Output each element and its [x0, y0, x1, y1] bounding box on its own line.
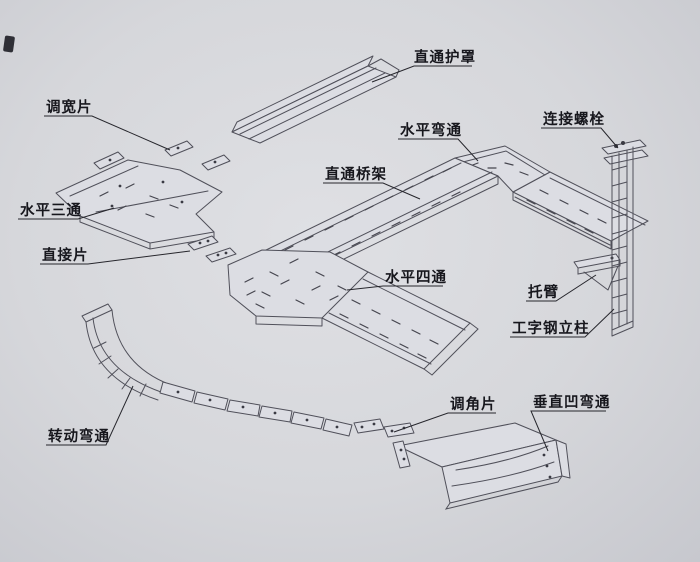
label-support-arm: 托臂 [528, 285, 559, 301]
cover-drawing [231, 55, 400, 144]
label-angle-adjust-piece: 调角片 [450, 397, 497, 413]
rotating-bend-drawing [81, 303, 167, 401]
label-horizontal-cross: 水平四通 [385, 270, 447, 286]
bend-to-column-run-drawing [512, 171, 649, 250]
label-connecting-bolt: 连接螺栓 [543, 112, 605, 128]
label-rotating-bend: 转动弯通 [48, 429, 110, 445]
support-arm-drawing [573, 253, 621, 291]
label-vertical-concave-bend: 垂直凹弯通 [533, 395, 611, 411]
label-horizontal-bend: 水平弯通 [400, 123, 462, 139]
i-beam-column-drawing [601, 139, 649, 337]
direct-piece-drawing [187, 235, 237, 263]
label-direct-piece: 直接片 [42, 248, 89, 264]
chain-segments-drawing [159, 381, 353, 437]
horizontal-tee-drawing [55, 159, 223, 250]
label-width-adjust-piece: 调宽片 [46, 100, 93, 116]
label-straight-cover: 直通护罩 [414, 50, 476, 66]
label-horizontal-tee: 水平三通 [20, 203, 82, 219]
leader-lines [18, 65, 619, 452]
label-straight-tray: 直通桥架 [325, 167, 387, 183]
vertical-concave-bend-drawing [392, 422, 571, 510]
label-i-beam-column: 工字钢立柱 [512, 321, 590, 337]
branch-run-drawing [321, 271, 479, 376]
width-adjust-piece-drawing [93, 140, 231, 171]
